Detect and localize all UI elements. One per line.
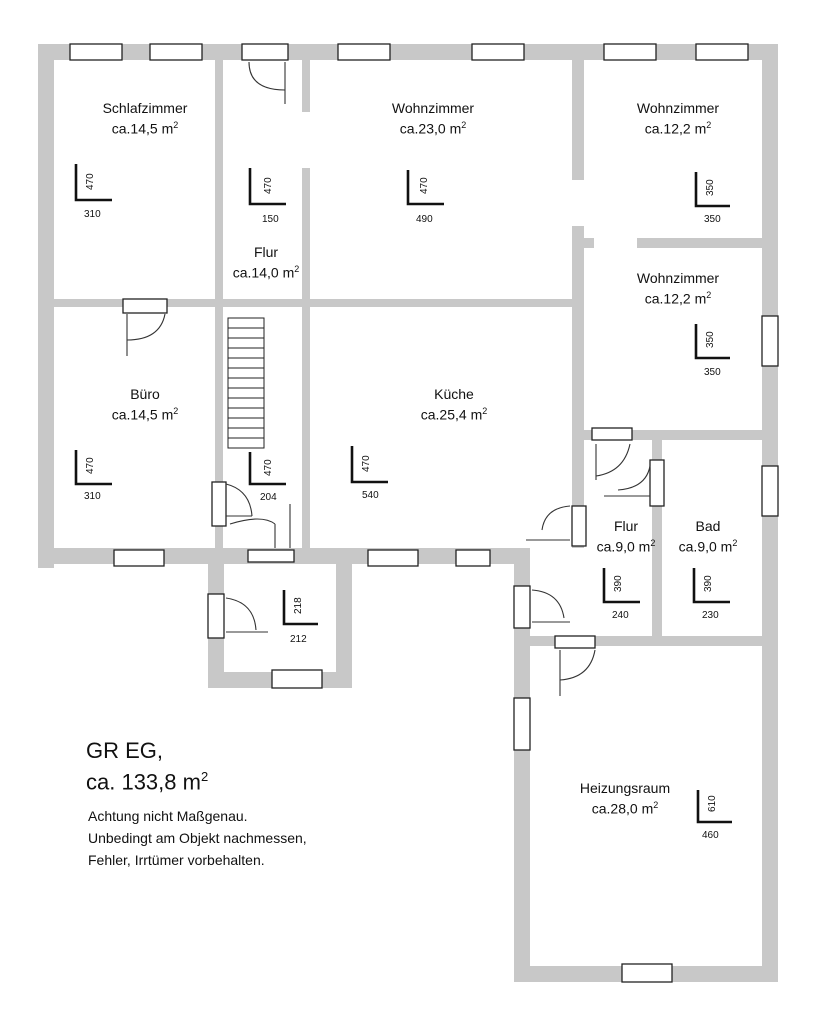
dim-height-wohnzimmer3: 350 bbox=[705, 331, 716, 348]
dim-height-flur1: 470 bbox=[263, 177, 274, 194]
room-name-flur2: Flur bbox=[613, 518, 639, 534]
disclaimer-line-2: Unbedingt am Objekt nachmessen, bbox=[88, 830, 307, 846]
dim-width-vorraum: 212 bbox=[290, 634, 307, 645]
dim-height-bad: 390 bbox=[703, 575, 714, 592]
dimension-markers bbox=[74, 164, 732, 824]
room-area-bad: ca.9,0 m2 bbox=[678, 538, 738, 555]
dim-height-vorraum: 218 bbox=[293, 597, 304, 614]
windows bbox=[69, 43, 779, 983]
dim-height-flur-lower: 470 bbox=[263, 459, 274, 476]
dim-width-schlafzimmer: 310 bbox=[84, 209, 101, 220]
room-name-buero: Büro bbox=[130, 386, 160, 402]
room-area-buero: ca.14,5 m2 bbox=[111, 406, 179, 423]
dim-width-flur-lower: 204 bbox=[260, 492, 277, 503]
dim-width-flur1: 150 bbox=[262, 214, 279, 225]
room-area-flur1: ca.14,0 m2 bbox=[232, 264, 300, 281]
dim-width-wohnzimmer3: 350 bbox=[704, 367, 721, 378]
plan-total-area: ca. 133,8 m2 bbox=[86, 769, 209, 795]
dim-width-heizungsraum: 460 bbox=[702, 830, 719, 841]
room-name-heizungsraum: Heizungsraum bbox=[579, 780, 671, 796]
room-area-schlafzimmer: ca.14,5 m2 bbox=[111, 120, 179, 137]
dim-width-wohnzimmer2: 350 bbox=[704, 214, 721, 225]
room-name-kueche: Küche bbox=[434, 386, 474, 402]
dim-height-wohnzimmer1: 470 bbox=[419, 177, 430, 194]
dim-width-bad: 230 bbox=[702, 610, 719, 621]
room-name-flur1: Flur bbox=[253, 244, 279, 260]
room-area-wohnzimmer3: ca.12,2 m2 bbox=[644, 290, 712, 307]
room-name-wohnzimmer2: Wohnzimmer bbox=[636, 100, 720, 116]
dim-height-buero: 470 bbox=[85, 457, 96, 474]
disclaimer-line-3: Fehler, Irrtümer vorbehalten. bbox=[88, 852, 265, 868]
dim-width-buero: 310 bbox=[84, 491, 101, 502]
disclaimer-line-1: Achtung nicht Maßgenau. bbox=[88, 808, 248, 824]
room-area-heizungsraum: ca.28,0 m2 bbox=[591, 800, 659, 817]
staircase bbox=[227, 317, 265, 449]
door-swings bbox=[126, 61, 651, 696]
dim-height-flur2: 390 bbox=[613, 575, 624, 592]
dim-width-kueche: 540 bbox=[362, 490, 379, 501]
room-name-wohnzimmer3: Wohnzimmer bbox=[636, 270, 720, 286]
room-area-wohnzimmer1: ca.23,0 m2 bbox=[399, 120, 467, 137]
room-name-bad: Bad bbox=[695, 518, 721, 534]
room-area-wohnzimmer2: ca.12,2 m2 bbox=[644, 120, 712, 137]
plan-title: GR EG, bbox=[86, 738, 164, 763]
dim-width-flur2: 240 bbox=[612, 610, 629, 621]
room-name-wohnzimmer1: Wohnzimmer bbox=[391, 100, 475, 116]
room-name-schlafzimmer: Schlafzimmer bbox=[102, 100, 188, 116]
dim-height-wohnzimmer2: 350 bbox=[705, 179, 716, 196]
dim-height-kueche: 470 bbox=[361, 455, 372, 472]
dim-width-wohnzimmer1: 490 bbox=[416, 214, 433, 225]
room-area-kueche: ca.25,4 m2 bbox=[420, 406, 488, 423]
dim-height-heizungsraum: 610 bbox=[707, 795, 718, 812]
dim-height-schlafzimmer: 470 bbox=[85, 173, 96, 190]
room-area-flur2: ca.9,0 m2 bbox=[596, 538, 656, 555]
